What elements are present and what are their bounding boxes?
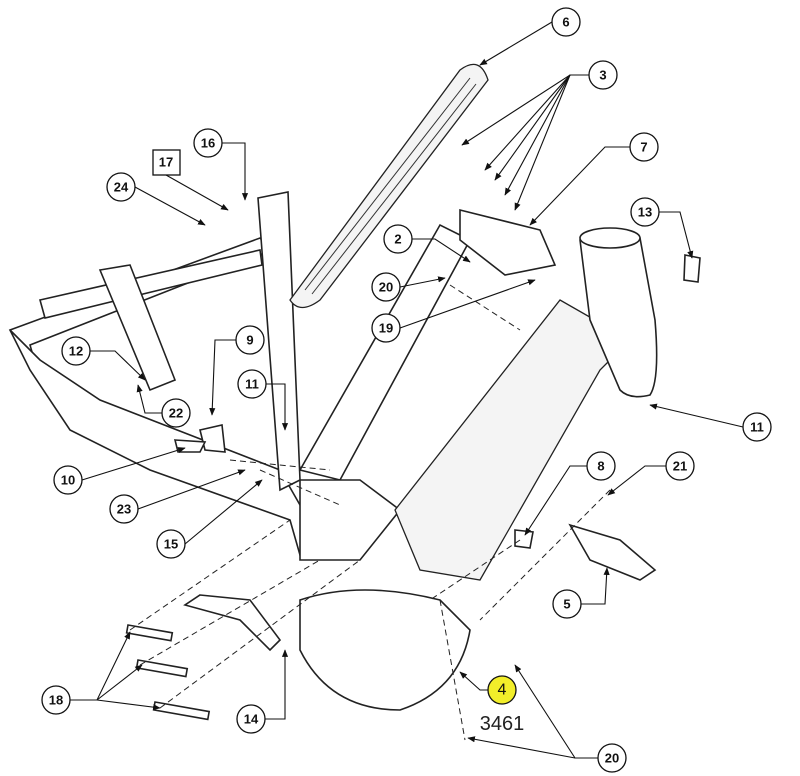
callout-label: 17 (159, 155, 173, 170)
callout-label: 8 (597, 459, 604, 474)
callout-17[interactable]: 17 (152, 149, 181, 176)
callout-23[interactable]: 23 (109, 494, 139, 524)
callout-label: 6 (562, 15, 569, 30)
callout-label: 7 (640, 140, 647, 155)
leader-lines (70, 21, 744, 759)
callout-label: 13 (638, 205, 652, 220)
callout-label: 24 (114, 180, 129, 195)
callout-label: 20 (605, 751, 619, 766)
callout-11-right[interactable]: 11 (742, 412, 772, 442)
callout-12[interactable]: 12 (61, 336, 91, 366)
callout-10[interactable]: 10 (53, 465, 83, 495)
callout-label: 3 (599, 68, 606, 83)
callout-label: 18 (49, 693, 63, 708)
callout-5[interactable]: 5 (552, 589, 582, 619)
callout-22[interactable]: 22 (161, 398, 191, 428)
callout-label: 14 (244, 712, 259, 727)
callout-label: 21 (673, 459, 687, 474)
callout-20-lower[interactable]: 20 (597, 743, 627, 773)
callout-label: 23 (117, 502, 131, 517)
assembly-lines (129, 284, 611, 741)
callout-label: 4 (498, 682, 507, 699)
bike-frame (8, 63, 701, 721)
callout-label: 2 (394, 232, 401, 247)
callout-9[interactable]: 9 (235, 325, 265, 355)
callout-19[interactable]: 19 (371, 313, 401, 343)
callout-label: 10 (61, 473, 75, 488)
callout-2[interactable]: 2 (383, 224, 413, 254)
callout-label: 20 (379, 280, 393, 295)
callout-label: 11 (750, 420, 764, 435)
callout-24[interactable]: 24 (106, 172, 136, 202)
callout-label: 11 (245, 377, 259, 392)
callout-label: 22 (169, 406, 183, 421)
callout-18[interactable]: 18 (41, 685, 71, 715)
callout-label: 16 (201, 136, 215, 151)
callout-8[interactable]: 8 (586, 451, 616, 481)
callout-15[interactable]: 15 (156, 529, 186, 559)
callout-16[interactable]: 16 (193, 128, 223, 158)
callout-13[interactable]: 13 (630, 197, 660, 227)
callout-14[interactable]: 14 (236, 704, 266, 734)
callout-label: 12 (69, 344, 83, 359)
callout-7[interactable]: 7 (629, 132, 659, 162)
callout-label: 15 (164, 537, 178, 552)
callout-11-left[interactable]: 11 (237, 369, 267, 399)
callout-3[interactable]: 3 (588, 60, 618, 90)
callout-6[interactable]: 6 (551, 7, 581, 37)
callout-21[interactable]: 21 (665, 451, 695, 481)
callout-20-upper[interactable]: 20 (371, 272, 401, 302)
callout-label: 19 (379, 321, 393, 336)
callout-label: 9 (246, 333, 253, 348)
callout-4-highlighted[interactable]: 4 (487, 675, 517, 705)
part-number-annotation: 3461 (480, 713, 525, 735)
callout-label: 5 (563, 597, 570, 612)
